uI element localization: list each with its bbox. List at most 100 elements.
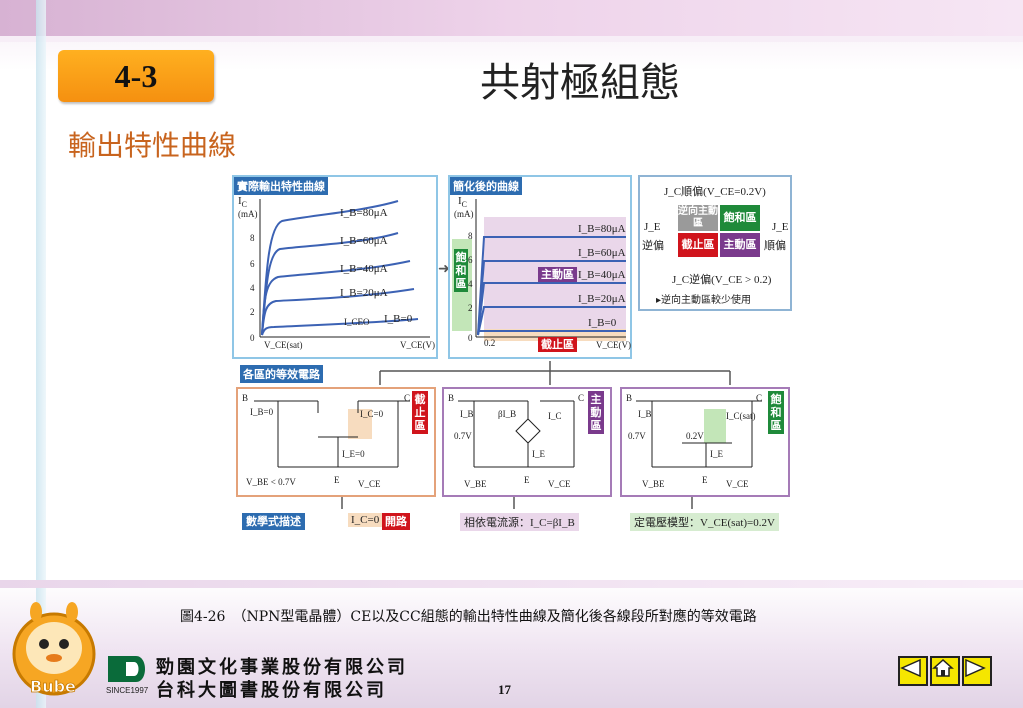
simplified-saturation-tag: 飽和區 [454, 249, 468, 292]
simplified-active-tag: 主動區 [538, 267, 577, 282]
circuit-saturation: B C I_B I_C(sat) 0.7V 0.2V I_E V_BE E V_… [620, 387, 790, 497]
panel-simplified-curves: 簡化後的曲線 IC (mA) 8 6 4 2 0 0.2 飽和區 主動區 截止區… [448, 175, 632, 359]
panel-simplified-title: 簡化後的曲線 [450, 177, 522, 195]
simplified-y-label: IC [458, 195, 468, 210]
circuit-saturation-drawing [636, 400, 762, 468]
bias-saturation: 飽和區 [720, 205, 760, 231]
active-region-tag: 主動區 [588, 391, 604, 434]
active-bib: βI_B [498, 409, 517, 419]
equiv-title: 各區的等效電路 [240, 365, 323, 383]
actual-tick-2: 2 [250, 307, 255, 317]
simplified-curve-20: I_B=20μA [578, 293, 626, 305]
actual-tick-8: 8 [250, 233, 255, 243]
panel-bias-regions: J_C順偏(V_CE=0.2V) J_E J_E 逆偏 順偏 逆向主動區 飽和區… [638, 175, 792, 311]
triangle-right-icon [965, 658, 986, 678]
publisher-name-1: 勁園文化事業股份有限公司 [156, 657, 408, 678]
sat-ib: I_B [638, 409, 652, 419]
desc-saturation: 定電壓模型：V_CE(sat)=0.2V [630, 513, 779, 531]
actual-curve-20: I_B=20μA [340, 287, 388, 299]
actual-curve-40: I_B=40μA [340, 263, 388, 275]
simplified-tick-6: 6 [468, 255, 473, 265]
circuit-cutoff-drawing [254, 400, 410, 468]
panel-actual-curves: 實際輸出特性曲線 IC (mA) 8 6 4 2 0 I_B=80μA I_B=… [232, 175, 438, 359]
cutoff-region-tag: 截止區 [412, 391, 428, 434]
saturation-region-tag: 飽和區 [768, 391, 784, 434]
actual-y-unit: (mA) [238, 209, 258, 219]
next-button[interactable] [962, 656, 992, 686]
bottom-decoration-band [0, 580, 1023, 588]
cutoff-ie: I_E=0 [342, 449, 365, 459]
sat-vce: V_CE [726, 479, 749, 489]
sat-vbe: V_BE [642, 479, 665, 489]
simplified-y-unit: (mA) [454, 209, 474, 219]
actual-ib0: I_B=0 [384, 313, 413, 325]
circuit-cutoff: B C I_B=0 I_C=0 I_E=0 V_BE < 0.7V E V_CE [236, 387, 436, 497]
simplified-curve-40: I_B=40μA [578, 269, 626, 281]
active-vce: V_CE [548, 479, 571, 489]
publisher-logo-icon [108, 656, 145, 682]
bias-je-right: J_E [772, 221, 789, 233]
cutoff-vbe: V_BE < 0.7V [246, 477, 296, 487]
actual-tick-0: 0 [250, 333, 255, 343]
math-desc-tag: 數學式描述 [242, 513, 305, 530]
bias-reverse: 逆偏 [642, 240, 664, 252]
home-icon [932, 658, 954, 677]
active-e: E [524, 475, 530, 485]
top-decoration-band [0, 0, 1023, 38]
sat-ie: I_E [710, 449, 723, 459]
actual-curve-60: I_B=60μA [340, 235, 388, 247]
actual-x-label: V_CE(V) [400, 340, 435, 350]
page-title: 共射極組態 [480, 60, 680, 106]
bias-reverse-active: 逆向主動區 [678, 205, 718, 231]
figure-4-26: 實際輸出特性曲線 IC (mA) 8 6 4 2 0 I_B=80μA I_B=… [232, 175, 792, 535]
bias-forward: 順偏 [764, 240, 786, 252]
bias-je-left: J_E [644, 221, 661, 233]
actual-curves-plot [259, 199, 430, 338]
cutoff-b: B [242, 393, 249, 403]
active-vbe: V_BE [464, 479, 487, 489]
svg-text:Bube: Bube [30, 677, 76, 696]
sat-c: C [756, 393, 763, 403]
figure-caption: 圖4-26 （NPN型電晶體）CE以及CC組態的輸出特性曲線及簡化後各線段所對應… [180, 609, 757, 625]
desc-active: 相依電流源：I_C=βI_B [460, 513, 579, 531]
active-c: C [578, 393, 585, 403]
page-number: 17 [498, 682, 511, 697]
simplified-cutoff-tag: 截止區 [538, 337, 577, 352]
bube-mascot-logo: Bube [12, 602, 96, 696]
sat-e: E [702, 475, 708, 485]
active-ib: I_B [460, 409, 474, 419]
arrow-right-icon: ➜ [438, 262, 450, 277]
active-v07: 0.7V [454, 431, 472, 441]
cutoff-c: C [404, 393, 411, 403]
actual-curve-80: I_B=80μA [340, 207, 388, 219]
active-ic: I_C [548, 411, 562, 421]
panel-actual-title: 實際輸出特性曲線 [234, 177, 328, 195]
prev-button[interactable] [898, 656, 928, 686]
publisher-since: SINCE1997 [106, 686, 149, 695]
circuit-active-drawing [458, 400, 575, 468]
cutoff-vce: V_CE [358, 479, 381, 489]
publisher-name-2: 台科大圖書股份有限公司 [156, 680, 387, 701]
simplified-tick-8: 8 [468, 231, 473, 241]
actual-tick-6: 6 [250, 259, 255, 269]
active-b: B [448, 393, 455, 403]
actual-iceo: I_CEO [344, 317, 370, 327]
simplified-curve-80: I_B=80μA [578, 223, 626, 235]
simplified-tick-2: 2 [468, 303, 473, 313]
bias-bottom-label: J_C逆偏(V_CE > 0.2) [672, 274, 772, 286]
bias-active: 主動區 [720, 233, 760, 257]
home-button[interactable] [930, 656, 960, 686]
actual-vce-sat: V_CE(sat) [264, 340, 303, 350]
simplified-curve-60: I_B=60μA [578, 247, 626, 259]
sat-v07: 0.7V [628, 431, 646, 441]
simplified-tick-4: 4 [468, 279, 473, 289]
bias-cutoff: 截止區 [678, 233, 718, 257]
slide-subtitle: 輸出特性曲線 [68, 129, 237, 162]
sat-b: B [626, 393, 633, 403]
cutoff-ib: I_B=0 [250, 407, 274, 417]
simplified-x-label: V_CE(V) [596, 340, 631, 350]
section-number-badge: 4-3 [58, 50, 214, 102]
equiv-connectors [341, 361, 731, 509]
actual-tick-4: 4 [250, 283, 255, 293]
desc-cutoff-open: 開路 [382, 513, 410, 530]
